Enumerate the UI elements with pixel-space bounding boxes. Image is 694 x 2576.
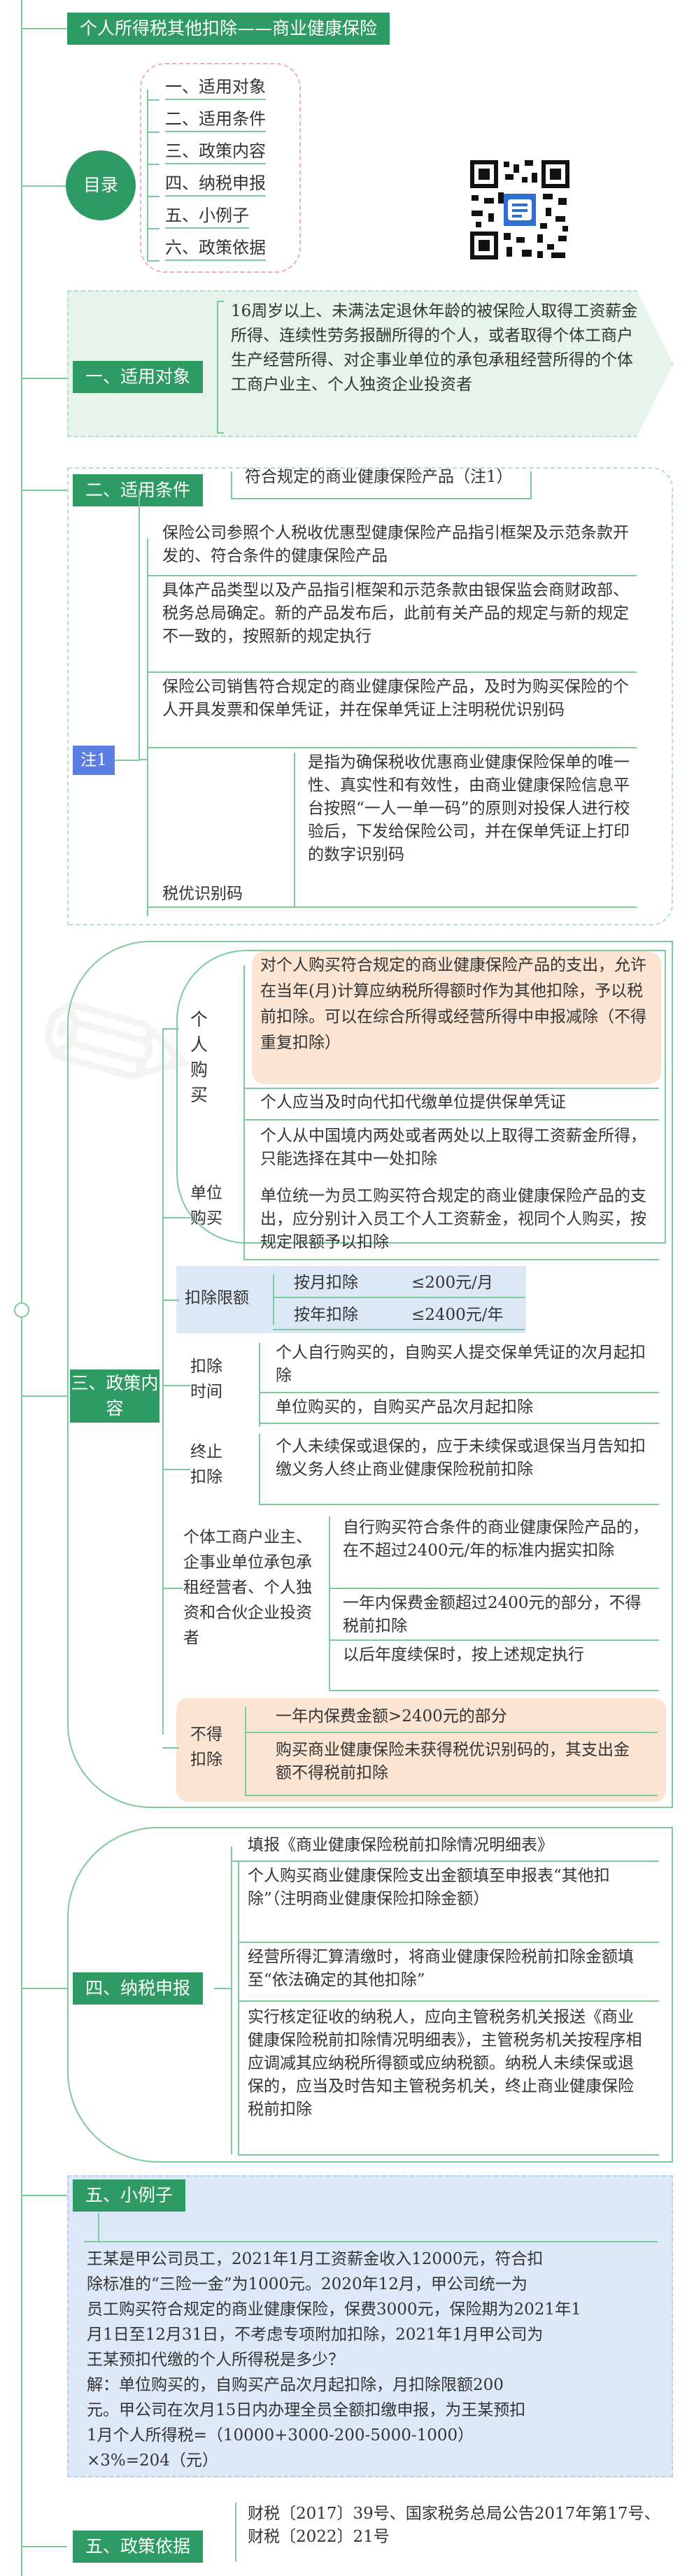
- s3-stop-text: 个人未续保或退保的，应于未续保或退保当月告知扣缴义务人终止商业健康保险税前扣除: [276, 1437, 646, 1479]
- toc-circle: 目录: [66, 150, 136, 220]
- s3-t2: 单位购买的，自购买产品次月起扣除: [276, 1398, 533, 1416]
- s3-limit-label: 扣除限额: [185, 1289, 249, 1307]
- toc-item[interactable]: 三、政策内容: [165, 140, 266, 164]
- s5-label: 五、小例子: [73, 2179, 186, 2212]
- s3-unit-label: 单位购买: [190, 1184, 222, 1227]
- toc-item[interactable]: 五、小例子: [165, 204, 249, 229]
- s5-line: 1月个人所得税=（10000+3000-200-5000-1000）: [87, 2426, 474, 2445]
- toc-connector: [147, 99, 160, 101]
- s4-b: 经营所得汇算清缴时，将商业健康保险税前扣除金额填至“依法确定的其他扣除”: [248, 1948, 634, 1989]
- toc-item[interactable]: 二、适用条件: [165, 108, 266, 132]
- qr-code: [467, 157, 572, 262]
- s3-biz-label: 个体工商户业主、企事业单位承包承租经营者、个人独资和合伙企业投资者: [183, 1528, 312, 1647]
- s4-a: 个人购买商业健康保险支出金额填至申报表“其他扣除”（注明商业健康保险扣除金额）: [248, 1867, 610, 1908]
- s3-lim2-b: ≤2400元/年: [411, 1306, 504, 1324]
- s3-time-label: 扣除时间: [190, 1358, 222, 1401]
- s3-personal-label: 个人购买: [190, 1009, 208, 1105]
- s2-frame: [67, 467, 673, 925]
- s2-code-label: 税优识别码: [162, 885, 243, 903]
- s4-c: 实行核定征收的纳税人，应向主管税务机关报送《商业健康保险税前扣除情况明细表》，主…: [248, 2008, 642, 2119]
- note-label: 注1: [73, 746, 115, 775]
- s4-label: 四、纳税申报: [73, 1972, 204, 2005]
- s3-lim1-a: 按月扣除: [294, 1274, 358, 1292]
- s3-t1: 个人自行购买的，自购买人提交保单凭证的次月起扣除: [276, 1344, 646, 1385]
- s3-nd2: 购买商业健康保险未获得税优识别码的，其支出金额不得税前扣除: [276, 1741, 630, 1782]
- s2-top: 符合规定的商业健康保险产品（注1）: [245, 468, 513, 486]
- s3-nd1: 一年内保费金额>2400元的部分: [276, 1707, 507, 1725]
- toc-frame: [140, 63, 301, 273]
- s2-n3: 保险公司销售符合规定的商业健康保险产品，及时为购买保险的个人开具发票和保单凭证，…: [162, 678, 629, 719]
- page-title: 个人所得税其他扣除——商业健康保险: [67, 13, 390, 45]
- s3-u1: 单位统一为员工购买符合规定的商业健康保险产品的支出，应分别计入员工个人工资薪金，…: [260, 1187, 646, 1251]
- s3-nd-label: 不得扣除: [190, 1725, 222, 1769]
- s2-n1: 保险公司参照个人税收优惠型健康保险产品指引框架及示范条款开发的、符合条件的健康保…: [162, 524, 629, 565]
- s1-text: 16周岁以上、未满法定退休年龄的被保险人取得工资薪金所得、连续性劳务报酬所得的个…: [231, 302, 638, 394]
- s2-label: 二、适用条件: [73, 474, 204, 506]
- s5-line: 王某是甲公司员工，2021年1月工资薪金收入12000元，符合扣: [87, 2250, 544, 2268]
- s6-text: 财税〔2017〕39号、国家税务总局公告2017年第17号、财税〔2022〕21…: [248, 2505, 660, 2546]
- s3-personal-frame: [176, 950, 666, 1244]
- toc-item[interactable]: 六、政策依据: [165, 236, 266, 261]
- s4-top: 填报《商业健康保险税前扣除情况明细表》: [248, 1836, 553, 1854]
- s6-label: 五、政策依据: [73, 2531, 204, 2563]
- s5-line: 元。甲公司在次月15日内办理全员全额扣缴申报，为王某预扣: [87, 2401, 526, 2419]
- s2-code-text: 是指为确保税收优惠商业健康保险保单的唯一性、真实性和有效性，由商业健康保险信息平…: [308, 753, 630, 864]
- s5-line: 王某预扣代缴的个人所得税是多少？: [87, 2351, 344, 2369]
- toc-connector: [147, 164, 160, 165]
- s2-n2: 具体产品类型以及产品指引框架和示范条款由银保监会商财政部、税务总局确定。新的产品…: [162, 581, 629, 646]
- s5-example: 王某是甲公司员工，2021年1月工资薪金收入12000元，符合扣除标准的“三险一…: [87, 2247, 667, 2473]
- s3-p3: 个人从中国境内两处或者两处以上取得工资薪金所得，只能选择在其中一处扣除: [260, 1127, 646, 1168]
- s1-label: 一、适用对象: [73, 361, 204, 393]
- s3-lim1-b: ≤200元/月: [411, 1274, 493, 1292]
- toc-connector: [147, 196, 160, 197]
- s4-frame: [67, 1827, 673, 2163]
- s3-b2: 一年内保费金额超过2400元的部分，不得税前扣除: [343, 1594, 642, 1635]
- s5-line: 除标准的“三险一金”为1000元。2020年12月，甲公司统一为: [87, 2275, 527, 2293]
- s5-frame: [67, 2175, 673, 2477]
- s3-p2: 个人应当及时向代扣代缴单位提供保单凭证: [260, 1093, 566, 1111]
- toc-connector: [147, 131, 160, 133]
- spine-line: [21, 0, 22, 2576]
- toc-connector: [147, 260, 160, 262]
- s5-line: 月1日至12月31日，不考虑专项附加扣除，2021年1月甲公司为: [87, 2326, 544, 2344]
- spine-node: [14, 1302, 29, 1318]
- s3-stop-label: 终止扣除: [190, 1443, 222, 1486]
- s3-p1: 对个人购买符合规定的商业健康保险产品的支出，允许在当年(月)计算应纳税所得额时作…: [260, 956, 646, 1052]
- s3-lim2-a: 按年扣除: [294, 1306, 358, 1324]
- s3-label: 三、政策内容: [70, 1369, 160, 1423]
- s3-frame: [67, 941, 673, 1808]
- toc-item[interactable]: 四、纳税申报: [165, 172, 266, 197]
- s5-line: ×3%=204（元）: [87, 2452, 218, 2470]
- s3-b1: 自行购买符合条件的商业健康保险产品的，在不超过2400元/年的标准内据实扣除: [343, 1518, 649, 1560]
- s5-line: 员工购买符合规定的商业健康保险，保费3000元，保险期为2021年1: [87, 2300, 581, 2319]
- s3-b3: 以后年度续保时，按上述规定执行: [343, 1646, 584, 1664]
- toc-item[interactable]: 一、适用对象: [165, 76, 266, 100]
- toc-connector: [147, 228, 160, 229]
- s5-line: 解：单位购买的，自购买产品次月起扣除，月扣除限额200: [87, 2376, 504, 2394]
